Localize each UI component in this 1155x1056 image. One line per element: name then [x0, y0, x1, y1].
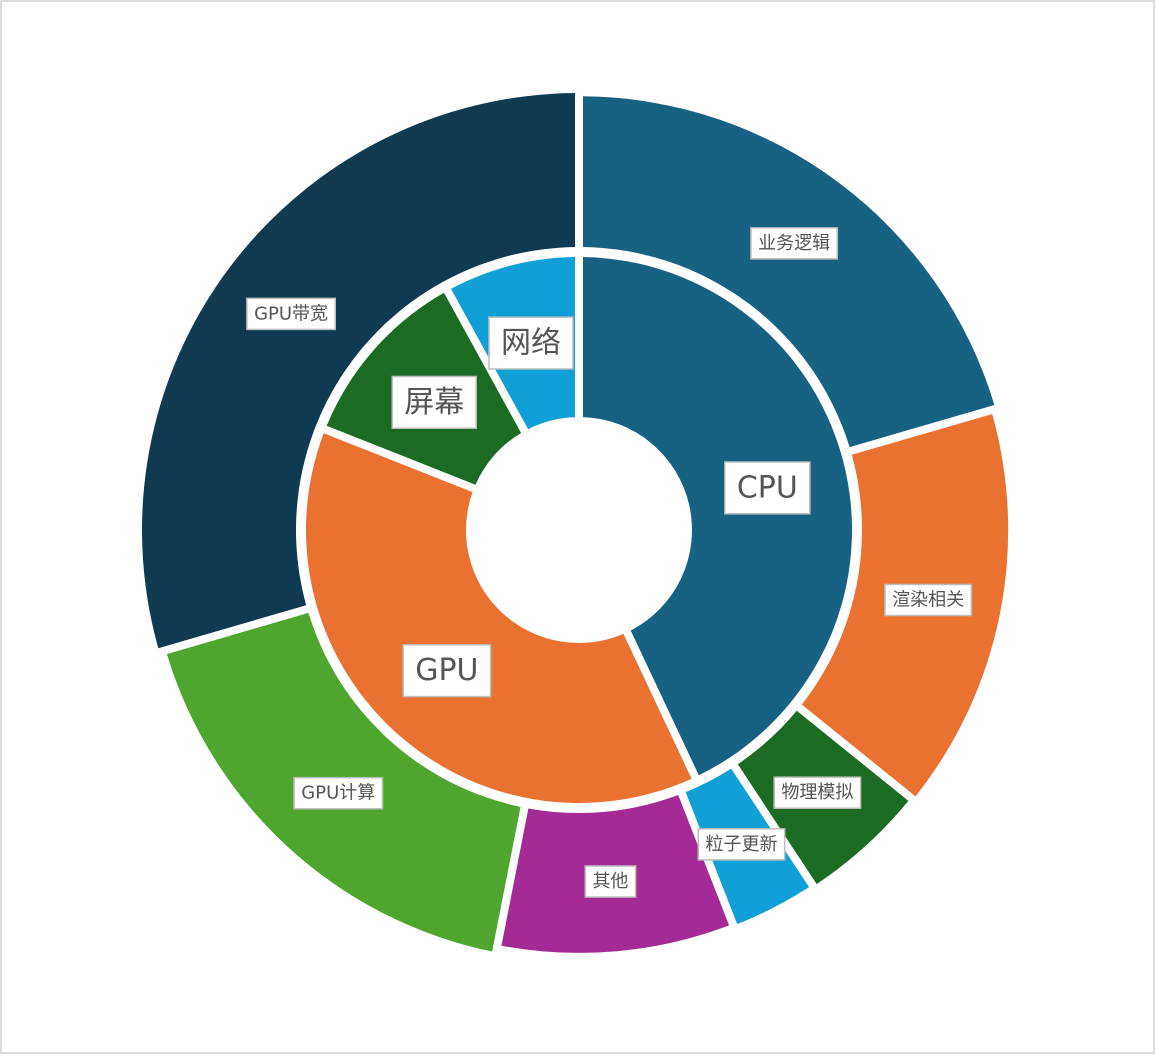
slice-physics-sim-label-box: [773, 776, 862, 809]
slice-cpu-label: CPU: [724, 461, 811, 515]
slice-screen-label-text: 屏幕: [404, 385, 464, 420]
slice-business-logic-label: 业务逻辑: [750, 227, 839, 260]
slice-rendering-label-box: [884, 583, 973, 617]
slice-screen-label: 屏幕: [391, 375, 477, 430]
slice-gpu-bandwidth-label-box: [246, 297, 337, 331]
slice-screen-label-box: [391, 375, 477, 430]
slice-gpu-label-text: GPU: [415, 653, 478, 688]
slice-cpu-label-box: [724, 461, 811, 515]
slice-network-label-text: 网络: [501, 326, 561, 361]
slice-other-label-box: [584, 865, 637, 898]
slice-business-logic[interactable]: [582, 96, 995, 448]
slice-particle-update-label-box: [697, 828, 786, 861]
slice-gpu[interactable]: [306, 433, 692, 803]
slice-physics-sim-label-text: 物理模拟: [781, 782, 853, 803]
slice-gpu-bandwidth-label-text: GPU带宽: [254, 303, 328, 324]
slice-gpu-compute-label-box: [293, 776, 384, 810]
slice-cpu[interactable]: [582, 257, 852, 776]
slice-gpu-compute-label: GPU计算: [293, 776, 384, 810]
slice-gpu-label: GPU: [402, 644, 492, 698]
slice-other-label-text: 其他: [592, 871, 628, 892]
slice-particle-update-label: 粒子更新: [697, 828, 786, 861]
slice-network-label: 网络: [488, 316, 574, 370]
slice-gpu-bandwidth[interactable]: [142, 93, 576, 649]
slice-network-label-box: [488, 316, 574, 370]
slice-gpu-label-box: [402, 644, 492, 698]
slice-other-label: 其他: [584, 865, 637, 898]
slice-rendering-label: 渲染相关: [884, 583, 973, 617]
slice-cpu-label-text: CPU: [737, 470, 798, 505]
slice-business-logic-label-text: 业务逻辑: [758, 233, 830, 254]
slice-gpu-compute-label-text: GPU计算: [301, 783, 375, 804]
slice-physics-sim-label: 物理模拟: [773, 776, 862, 809]
slice-rendering-label-text: 渲染相关: [892, 589, 964, 610]
slice-particle-update-label-text: 粒子更新: [705, 834, 777, 855]
slice-gpu-bandwidth-label: GPU带宽: [246, 297, 337, 331]
slice-business-logic-label-box: [750, 227, 839, 260]
